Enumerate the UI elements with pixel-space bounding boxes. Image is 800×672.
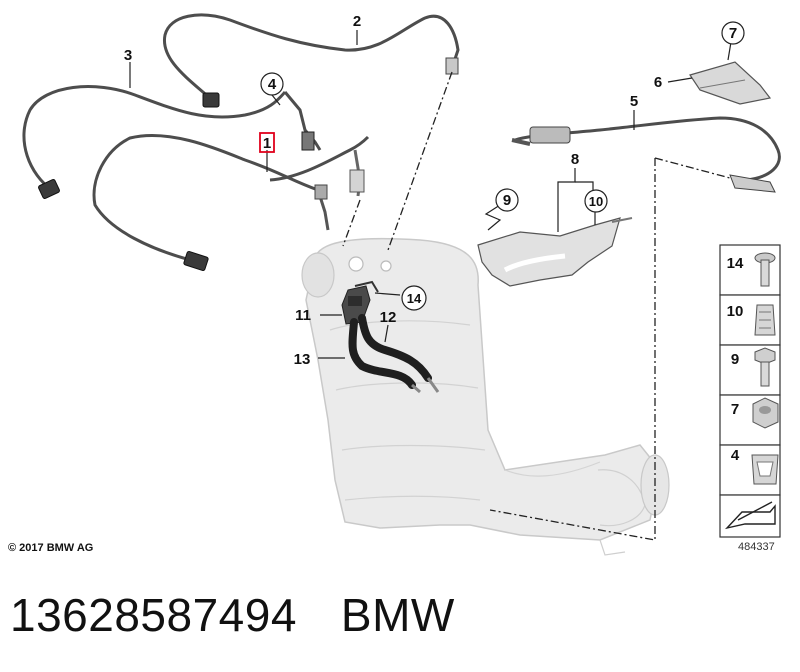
callout-3: 3 [124,47,132,64]
diagram-id: 484337 [738,541,775,553]
legend-number: 9 [731,351,739,368]
legend-number: 7 [731,401,739,418]
callout-highlight-box [259,132,275,153]
callout-label: 14 [407,291,422,306]
hardware-legend: 14 10 9 7 4 [719,244,781,538]
lambda-sensor-wire [22,85,322,199]
spring-clip-icon [751,454,779,485]
sensor-wire [163,13,460,108]
callout-11: 11 [295,307,311,324]
callout-13: 13 [294,351,311,368]
callout-8: 8 [571,151,579,168]
callout-7: 7 [721,21,745,45]
callout-1: 1 [259,132,275,153]
arrow-icon [724,501,776,530]
callout-14: 14 [401,285,427,311]
reference-lines [342,71,731,541]
callout-label: 1 [263,135,271,152]
callout-9: 9 [495,188,519,212]
hex-bolt-icon [754,347,776,387]
callout-label: 9 [503,192,511,209]
temperature-sensor-wire [92,133,370,272]
legend-number: 10 [727,303,744,320]
leader-lines [129,30,732,359]
clip-nut-icon [754,304,776,336]
callout-label: 4 [268,76,277,93]
screw-icon [754,252,776,287]
callout-10: 10 [584,189,608,213]
bracket [477,217,633,287]
part-number: 13628587494 [10,589,297,641]
callout-label: 10 [589,194,603,209]
callout-5: 5 [630,93,638,110]
legend-number: 4 [731,447,740,464]
pressure-hose [348,314,440,394]
lambda-probe [511,116,781,193]
callout-labels: 1 2 3 4 5 6 7 8 9 10 11 12 13 14 [124,13,745,368]
copyright-text: © 2017 BMW AG [8,542,94,554]
particulate-filter [301,237,670,556]
callout-4: 4 [260,72,284,96]
legend-number: 14 [727,255,744,272]
brand-name: BMW [340,589,455,641]
callout-label: 7 [729,25,737,42]
callout-2: 2 [353,13,361,30]
callout-6: 6 [654,74,662,91]
callout-12: 12 [380,309,397,326]
probe-holder [689,61,772,105]
hex-nut-icon [752,397,779,429]
part-caption: 13628587494 BMW [10,588,455,642]
